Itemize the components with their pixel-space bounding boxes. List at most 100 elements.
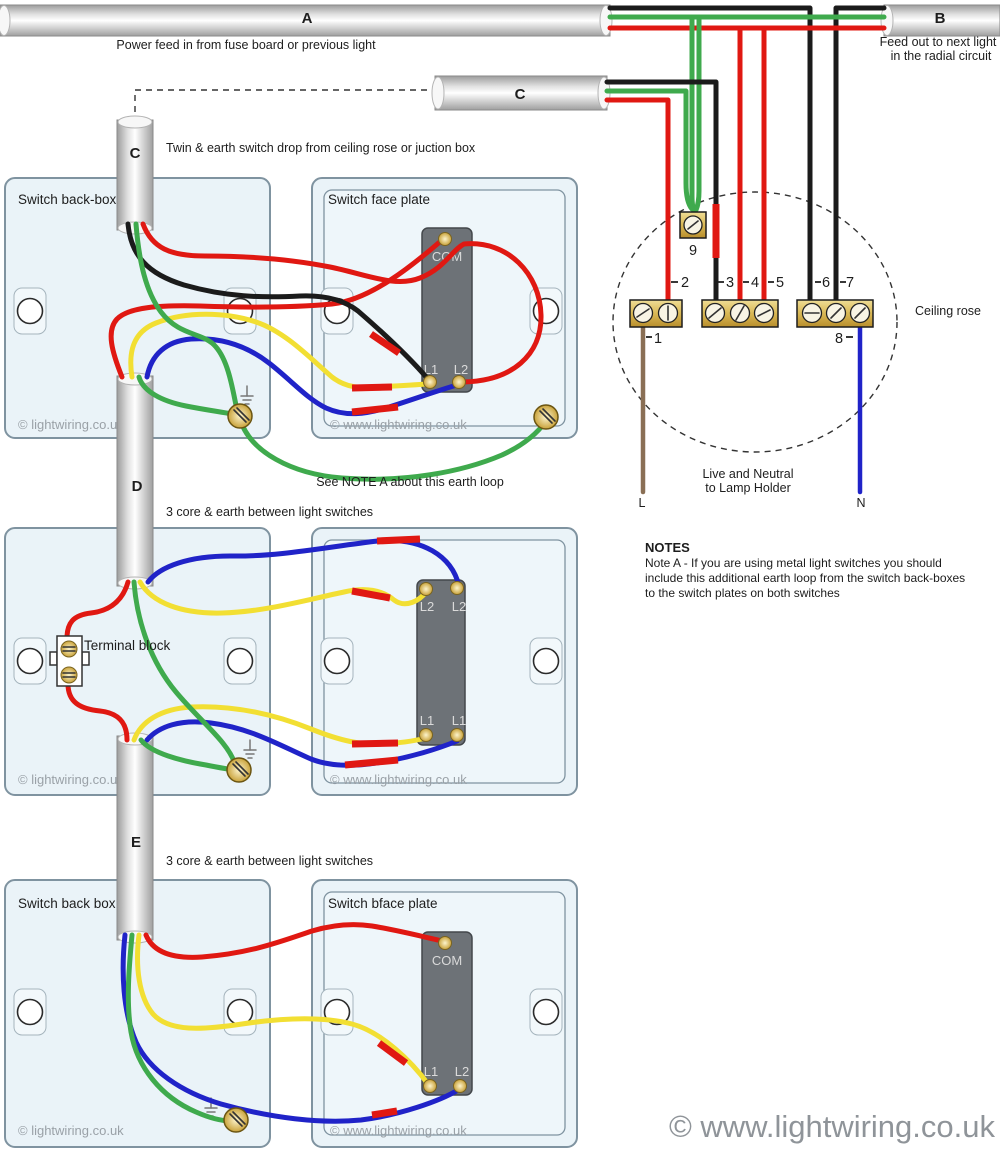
red-sleeve <box>344 756 399 769</box>
earth-symbol-icon <box>240 385 254 405</box>
terminal-number-4: 4 <box>751 275 759 291</box>
l1-screw <box>450 728 464 742</box>
cable-b: B <box>880 4 1000 37</box>
terminal-block: Terminal block <box>49 635 171 687</box>
conduit-c-label: C <box>130 145 141 162</box>
terminal-ticks <box>646 281 853 338</box>
wire-green-drop-1 <box>689 14 697 213</box>
switch1-wires <box>108 221 549 482</box>
red-sleeve <box>351 587 391 602</box>
switch2-l1-right-label: L1 <box>452 713 466 728</box>
switch3-faceplate-title: Switch bface plate <box>328 896 438 911</box>
drop-c-caption: Twin & earth switch drop from ceiling ro… <box>166 141 476 155</box>
red-sleeve <box>369 331 401 356</box>
l2-screw <box>450 581 464 595</box>
switch1-backbox-title: Switch back-box <box>18 192 117 207</box>
wire-green-from-c <box>604 88 695 212</box>
screw-hole <box>16 297 44 325</box>
wire-red-bottom-to-com <box>108 237 445 380</box>
ceiling-rose-label: Ceiling rose <box>915 304 981 318</box>
cable-c-label: C <box>515 86 526 103</box>
drop-e-caption: 3 core & earth between light switches <box>166 854 373 868</box>
cable-a: A <box>0 4 613 37</box>
notes-block: NOTES Note A - If you are using metal li… <box>645 540 965 600</box>
neutral-label: N <box>856 496 865 510</box>
watermark: © www.lightwiring.co.uk <box>330 417 467 432</box>
wire-red-to-block <box>64 579 131 645</box>
wire-black-feed-a <box>607 5 813 305</box>
watermark: © www.lightwiring.co.uk <box>330 772 467 787</box>
com-screw <box>438 232 452 246</box>
notes-line1: Note A - If you are using metal light sw… <box>645 556 942 570</box>
switch3-backbox-title: Switch back box <box>18 896 116 911</box>
notes-line3: to the switch plates on both switches <box>645 586 840 600</box>
conduit-d: D <box>116 372 154 590</box>
terminal-number-1: 1 <box>654 331 662 347</box>
notes-line2: include this additional earth loop from … <box>645 571 965 585</box>
switch3-l1-label: L1 <box>424 1064 438 1079</box>
lamp-holder-caption-line2: to Lamp Holder <box>705 481 790 495</box>
conduit-d-label: D <box>132 478 143 495</box>
red-sleeve <box>351 383 393 392</box>
screw-hole <box>16 647 44 675</box>
wire-yellow-top-strapper <box>137 579 429 616</box>
ceiling-rose-outline <box>612 191 898 453</box>
red-sleeve <box>351 739 399 748</box>
cable-a-label: A <box>302 10 313 27</box>
earth-screw <box>533 404 559 430</box>
lamp-holder-caption-line1: Live and Neutral <box>702 467 793 481</box>
switch2-l2-right-label: L2 <box>452 599 466 614</box>
earth-screw <box>226 757 252 783</box>
wire-yellow-to-l1 <box>135 932 431 1087</box>
red-sleeve <box>351 403 399 416</box>
drop-d-caption: 3 core & earth between light switches <box>166 505 373 519</box>
screw-hole <box>16 998 44 1026</box>
switch2-l1-left-label: L1 <box>420 713 434 728</box>
ceiling-rose: 2 3 4 5 6 7 1 8 9 Ceiling rose Live and … <box>629 211 981 510</box>
cable-b-label: B <box>935 10 946 27</box>
switch2-backbox: © lightwiring.co.uk <box>4 527 271 796</box>
earth-symbol-icon <box>243 739 257 759</box>
wire-black-feed-b <box>833 5 887 305</box>
switch1-l1-label: L1 <box>424 362 438 377</box>
cable-c: C <box>431 75 611 111</box>
captions: Power feed in from fuse board or previou… <box>116 35 996 868</box>
wire-red-from-block <box>65 681 130 743</box>
red-sleeve <box>376 1040 409 1066</box>
terminal-screw <box>60 666 78 684</box>
terminal-screw <box>60 640 78 658</box>
switch3-wires <box>120 922 461 1124</box>
terminal-block-label: Terminal block <box>84 638 171 653</box>
watermark: © lightwiring.co.uk <box>18 1123 124 1138</box>
switch3-l2-label: L2 <box>455 1064 469 1079</box>
conduit-c: C <box>116 115 154 235</box>
wire-blue-top-strapper <box>145 537 462 589</box>
red-sleeve <box>376 535 421 545</box>
switch1-l2-label: L2 <box>454 362 468 377</box>
terminal-number-7: 7 <box>846 275 854 291</box>
wire-blue-bottom-strapper <box>144 719 460 768</box>
switch1-faceplate-title: Switch face plate <box>328 192 430 207</box>
wire-red-top-to-l2 <box>140 221 544 385</box>
red-sleeve <box>371 1107 398 1119</box>
terminal-number-2: 2 <box>681 275 689 291</box>
cable-b-caption-line2: in the radial circuit <box>891 49 992 63</box>
l2-screw <box>419 582 433 596</box>
switch3-module: COM L1 L2 <box>421 931 473 1096</box>
switch2-l2-left-label: L2 <box>420 599 434 614</box>
screw-hole <box>532 647 560 675</box>
screw-hole <box>226 647 254 675</box>
footer-watermark: © www.lightwiring.co.uk <box>669 1109 996 1144</box>
l1-screw <box>419 728 433 742</box>
wire-red-to-com <box>143 922 446 960</box>
screws <box>223 232 559 1133</box>
watermark: © lightwiring.co.uk <box>18 772 124 787</box>
terminal-number-8: 8 <box>835 331 843 347</box>
dashed-link-line <box>134 89 433 112</box>
notes-heading: NOTES <box>645 540 690 555</box>
earth-screw <box>223 1107 249 1133</box>
watermark: © www.lightwiring.co.uk <box>330 1123 467 1138</box>
l2-screw <box>453 1079 467 1093</box>
